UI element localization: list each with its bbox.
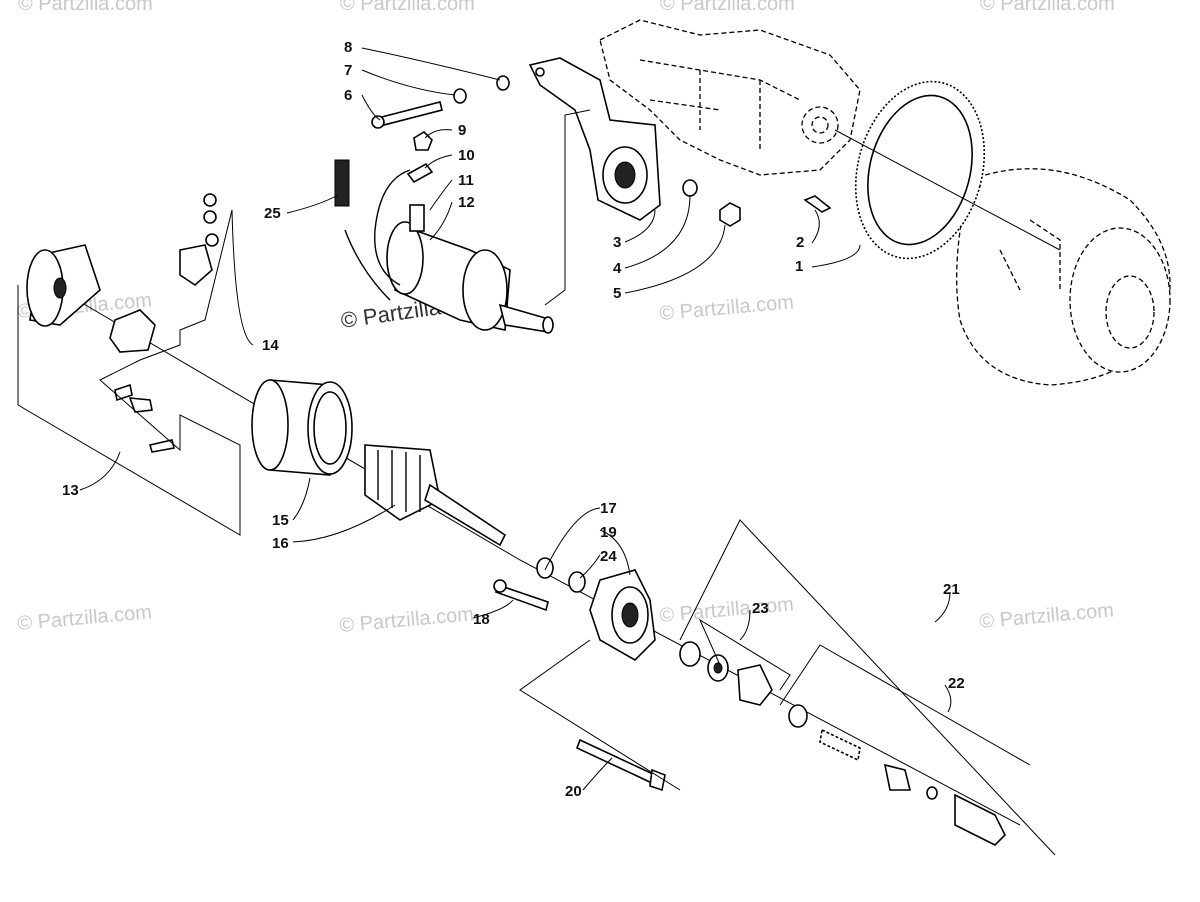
- callout-5: 5: [613, 285, 621, 302]
- watermark: © Partzilla.com: [980, 0, 1115, 15]
- callout-22: 22: [948, 675, 965, 692]
- callout-18: 18: [473, 611, 490, 628]
- engine-outline: [599, 19, 861, 176]
- drive-assembly: [679, 641, 1006, 846]
- watermark: © Partzilla.com: [17, 601, 153, 635]
- callout-1: 1: [795, 258, 803, 275]
- callout-17: 17: [600, 500, 617, 517]
- watermark: © Partzilla.com: [659, 291, 795, 325]
- small-fasteners: [371, 75, 832, 227]
- callout-4: 4: [613, 260, 622, 277]
- callout-11: 11: [458, 172, 474, 189]
- ring-gear: [854, 80, 986, 260]
- callout-7: 7: [344, 62, 352, 79]
- callout-12: 12: [458, 194, 475, 211]
- watermark: © Partzilla.com: [339, 603, 475, 637]
- callout-16: 16: [272, 535, 289, 552]
- callout-21: 21: [943, 581, 960, 598]
- callout-6: 6: [344, 87, 352, 104]
- end-cover: [26, 193, 219, 453]
- callout-24: 24: [600, 548, 617, 565]
- clutch-outline: [956, 168, 1171, 386]
- watermark: © Partzilla.com: [979, 599, 1115, 633]
- leader-lines: [79, 47, 952, 791]
- starter-motor-top: [334, 159, 554, 334]
- bolts: [493, 579, 666, 792]
- callout-8: 8: [344, 39, 352, 56]
- callout-10: 10: [458, 147, 475, 164]
- callout-23: 23: [752, 600, 769, 617]
- watermark: © Partzilla.com: [659, 593, 795, 627]
- motor-yoke: [251, 379, 353, 476]
- callout-14: 14: [262, 337, 279, 354]
- callout-9: 9: [458, 122, 466, 139]
- axis-line: [59, 289, 1021, 826]
- starter-bracket: [528, 57, 661, 221]
- callout-2: 2: [796, 234, 804, 251]
- callout-labels: 1 2 3 4 5 6 7 8 9 10 11 12 13 14 15 16 1…: [62, 39, 965, 800]
- front-housing: [536, 557, 656, 661]
- group-brackets: [17, 109, 1056, 856]
- watermark: © Partzilla.com: [660, 0, 795, 15]
- watermark: © Partzilla.com: [18, 0, 153, 15]
- callout-19: 19: [600, 524, 617, 541]
- callout-3: 3: [613, 234, 621, 251]
- callout-13: 13: [62, 482, 79, 499]
- watermark: © Partzilla.com: [340, 0, 475, 15]
- armature: [364, 444, 507, 547]
- axis-line: [834, 129, 1061, 251]
- callout-20: 20: [565, 783, 582, 800]
- callout-15: 15: [272, 512, 289, 529]
- callout-25: 25: [264, 205, 281, 222]
